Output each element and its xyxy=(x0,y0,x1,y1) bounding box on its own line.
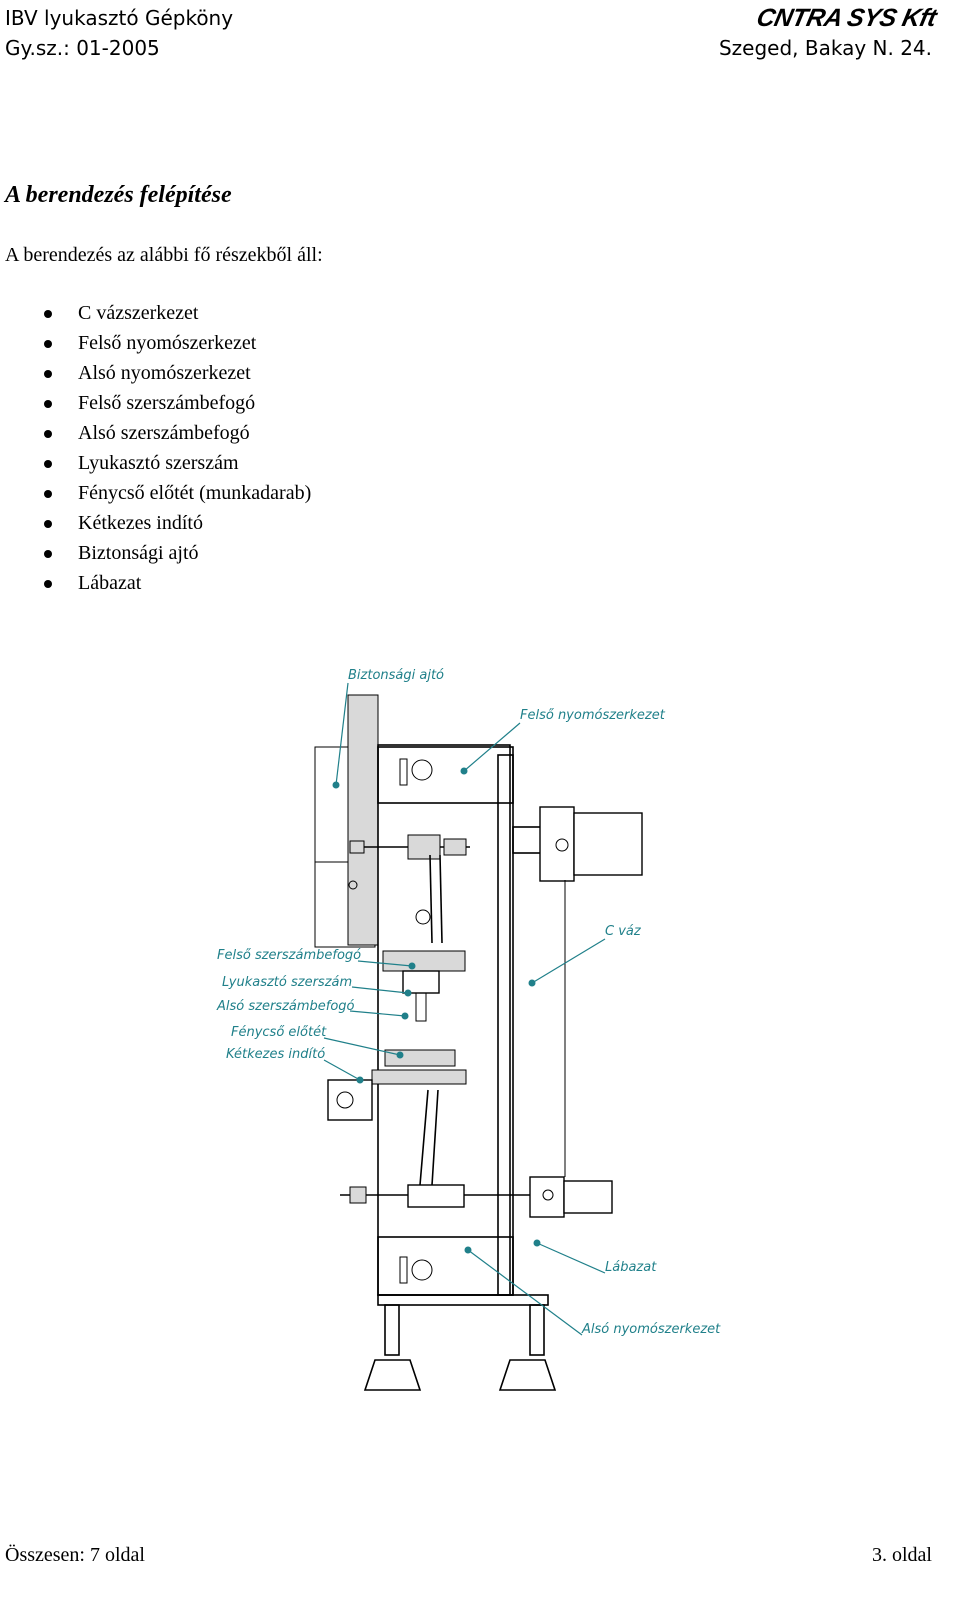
page-number: 3. oldal xyxy=(872,1544,932,1566)
upper-housing xyxy=(377,746,514,804)
list-item: Alsó nyomószerkezet xyxy=(0,360,311,390)
bullet-icon xyxy=(44,430,52,438)
label-lyukaszto-szerszam: Lyukasztó szerszám xyxy=(222,975,352,990)
list-item: C vázszerkezet xyxy=(0,300,311,330)
upper-cylinder xyxy=(573,812,643,876)
leveling-foot-left xyxy=(363,1359,422,1391)
c-frame-column xyxy=(377,744,511,1296)
total-pages: Összesen: 7 oldal xyxy=(5,1544,145,1566)
upper-tool-holder xyxy=(382,950,466,972)
list-item: Lyukasztó szerszám xyxy=(0,450,311,480)
bullet-icon xyxy=(44,400,52,408)
label-c-vaz: C váz xyxy=(605,924,642,939)
list-item: Alsó szerszámbefogó xyxy=(0,420,311,450)
bullet-icon xyxy=(44,370,52,378)
company-logo: CNTRA SYS Kft xyxy=(754,4,940,32)
base-plate xyxy=(377,1294,549,1306)
list-item: Felső szerszámbefogó xyxy=(0,390,311,420)
list-item: Lábazat xyxy=(0,570,311,600)
label-felso-nyomoszerkezet: Felső nyomószerkezet xyxy=(520,708,666,723)
document-title: IBV lyukasztó Gépköny xyxy=(5,6,234,30)
door-frame xyxy=(347,694,379,946)
label-labazat: Lábazat xyxy=(605,1260,657,1275)
document-number: Gy.sz.: 01-2005 xyxy=(5,36,160,60)
lower-cylinder-flange xyxy=(529,1176,565,1218)
bullet-icon xyxy=(44,460,52,468)
list-item: Biztonsági ajtó xyxy=(0,540,311,570)
leveling-foot-right xyxy=(498,1359,557,1391)
list-item: Felső nyomószerkezet xyxy=(0,330,311,360)
parts-list: C vázszerkezet Felső nyomószerkezet Alsó… xyxy=(0,300,311,600)
bullet-icon xyxy=(44,310,52,318)
upper-cylinder-flange xyxy=(539,806,575,882)
machine-drawing: Biztonsági ajtó Felső nyomószerkezet C v… xyxy=(216,668,721,1391)
bullet-icon xyxy=(44,340,52,348)
lower-housing xyxy=(377,1236,514,1296)
label-fenycso-elotet: Fénycső előtét xyxy=(231,1025,327,1040)
label-biztonsagi-ajto: Biztonsági ajtó xyxy=(348,668,444,683)
bullet-icon xyxy=(44,580,52,588)
lower-cylinder xyxy=(563,1180,613,1214)
list-item: Fénycső előtét (munkadarab) xyxy=(0,480,311,510)
label-also-szerszambefogo: Alsó szerszámbefogó xyxy=(216,999,355,1014)
punch-tool xyxy=(415,992,427,1022)
list-item: Kétkezes indító xyxy=(0,510,311,540)
bullet-icon xyxy=(44,520,52,528)
label-felso-szerszambefogo: Felső szerszámbefogó xyxy=(217,948,361,963)
two-hand-control xyxy=(327,1079,373,1121)
fluorescent-ballast xyxy=(384,1049,456,1067)
label-ketkezes-indito: Kétkezes indító xyxy=(226,1047,325,1062)
bullet-icon xyxy=(44,550,52,558)
bullet-icon xyxy=(44,490,52,498)
company-address: Szeged, Bakay N. 24. xyxy=(718,36,932,60)
section-title: A berendezés felépítése xyxy=(5,182,232,208)
label-also-nyomoszerkezet: Alsó nyomószerkezet xyxy=(581,1322,721,1337)
section-intro: A berendezés az alábbi fő részekből áll: xyxy=(5,244,323,266)
lower-tool-holder xyxy=(371,1069,467,1085)
